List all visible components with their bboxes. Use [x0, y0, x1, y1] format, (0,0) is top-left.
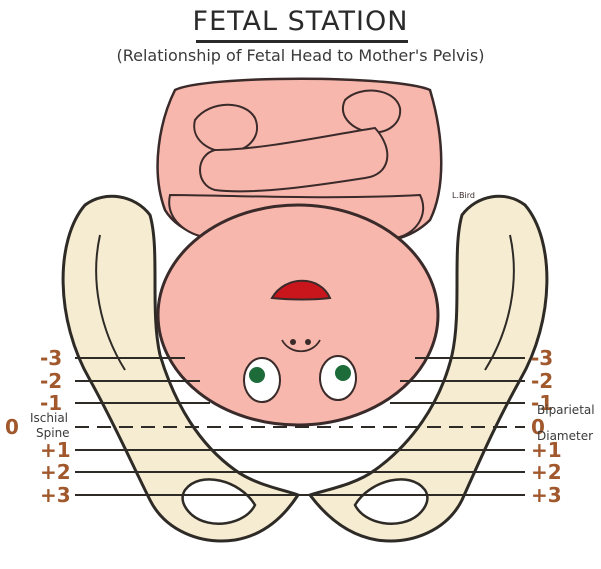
station-left-minus2: -2: [40, 369, 62, 393]
station-left-plus1: +1: [40, 438, 71, 462]
biparietal-label-line1: Biparietal: [537, 403, 595, 417]
station-left-plus3: +3: [40, 483, 71, 507]
artist-signature: L.Bird: [452, 191, 475, 200]
fetal-head: [158, 205, 438, 425]
station-left-plus2: +2: [40, 460, 71, 484]
station-right-plus2: +2: [531, 460, 562, 484]
biparietal-label-line2: Diameter: [537, 429, 593, 443]
right-station-scale: -3 -2 -1 0 +1 +2 +3: [531, 346, 562, 507]
station-right-plus3: +3: [531, 483, 562, 507]
station-left-minus3: -3: [40, 346, 62, 370]
fetus-nostril-right: [305, 339, 311, 345]
station-left-zero: 0: [5, 415, 19, 439]
fetus-left-hand: [194, 105, 257, 152]
ischial-spine-label-line2: Spine: [36, 426, 70, 440]
ischial-spine-label-line1: Ischial: [30, 411, 68, 425]
station-right-minus2: -2: [531, 369, 553, 393]
fetus-nostril-left: [290, 339, 296, 345]
station-right-minus3: -3: [531, 346, 553, 370]
